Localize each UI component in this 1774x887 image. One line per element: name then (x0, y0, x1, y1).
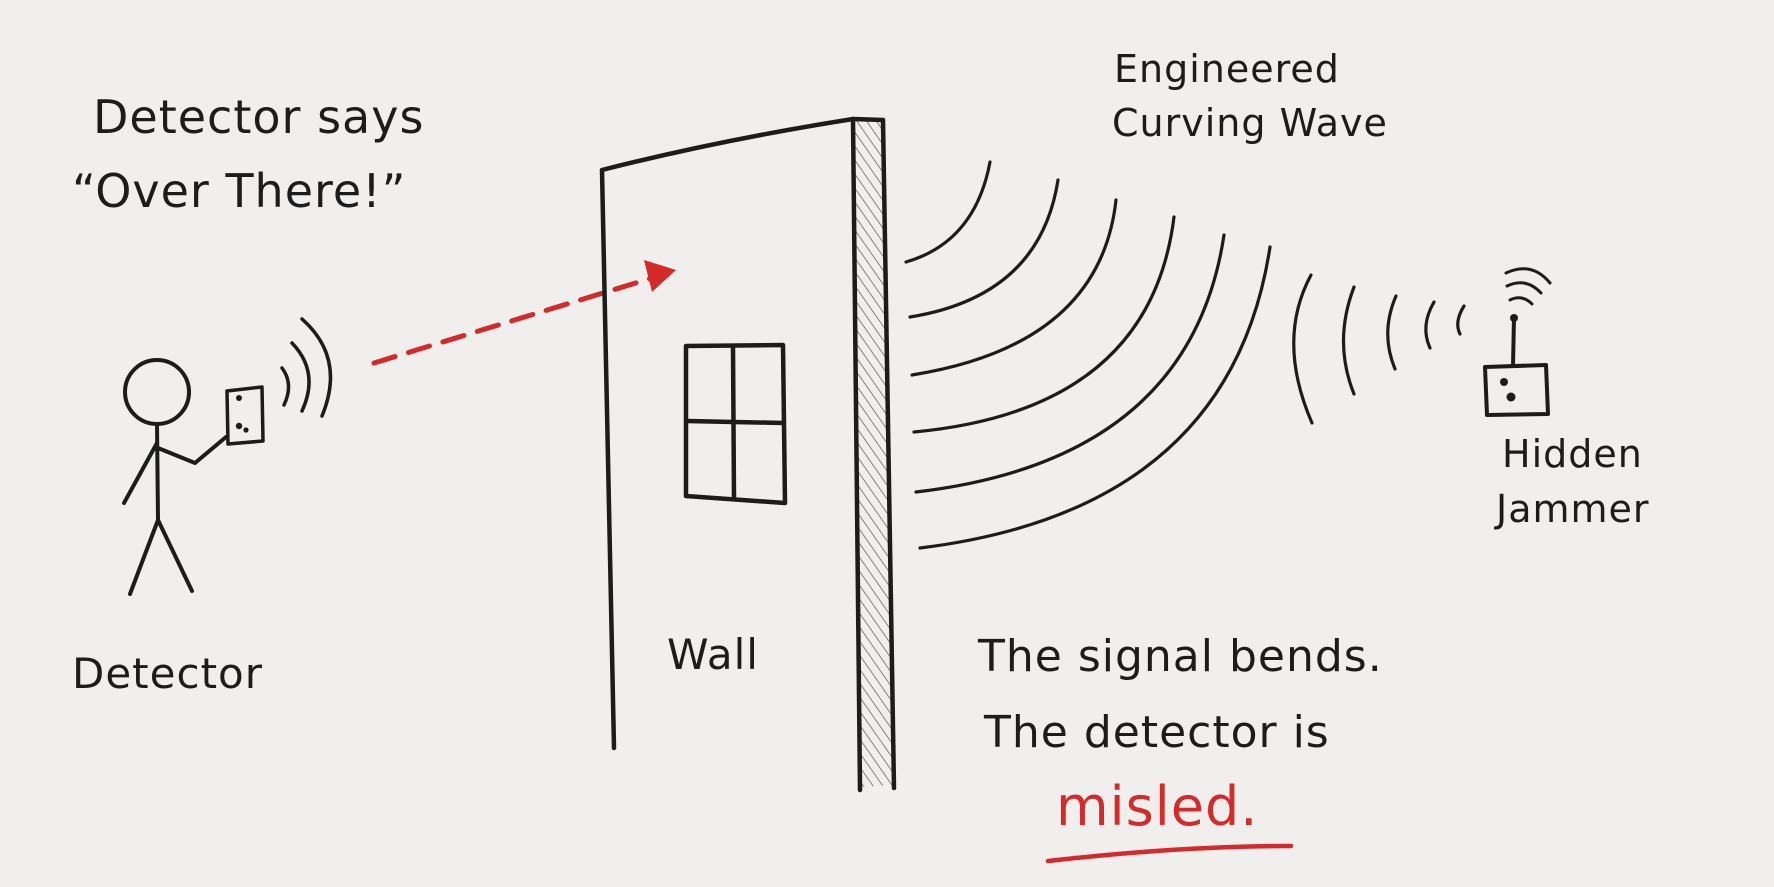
incoming-wave-arcs (1292, 273, 1466, 425)
detector-says-line1: Detector says (93, 90, 424, 144)
wall-front-edge (850, 116, 863, 793)
caption-emphasis: misled. (1056, 775, 1258, 838)
caption-line1: The signal bends. (977, 631, 1383, 682)
wall-side-edge (880, 117, 897, 791)
wave-label-line1: Engineered (1114, 47, 1340, 91)
wave-label-line2: Curving Wave (1112, 101, 1388, 145)
detector-signal-arcs-icon (280, 317, 333, 418)
jammer-label-line1: Hidden (1502, 432, 1643, 476)
jammer-broadcast-arcs-icon (1504, 267, 1552, 306)
emphasis-underline (1045, 843, 1294, 864)
wall-label: Wall (667, 630, 759, 679)
handheld-device-icon (225, 385, 265, 446)
detector-says-line2: “Over There!” (72, 164, 406, 218)
jammer-label-line2: Jammer (1494, 487, 1650, 531)
jammer-antenna (1511, 315, 1516, 368)
detector-left-leg (128, 518, 160, 596)
detector-body (155, 422, 160, 522)
detector-right-arm (156, 435, 228, 465)
jammer-device-icon (1483, 314, 1550, 417)
detector-figure (122, 358, 228, 596)
detector-left-arm (122, 441, 159, 505)
window-icon (683, 342, 788, 506)
detector-right-leg (156, 518, 194, 593)
curving-wave-arcs (904, 160, 1272, 550)
wall (599, 116, 897, 793)
perceived-direction-arrow (371, 260, 676, 366)
detector-label: Detector (72, 649, 263, 698)
wall-side-hatching (852, 120, 893, 787)
caption-line2: The detector is (983, 707, 1330, 758)
arrowhead-icon (644, 260, 676, 292)
wall-front-outline (599, 116, 886, 751)
